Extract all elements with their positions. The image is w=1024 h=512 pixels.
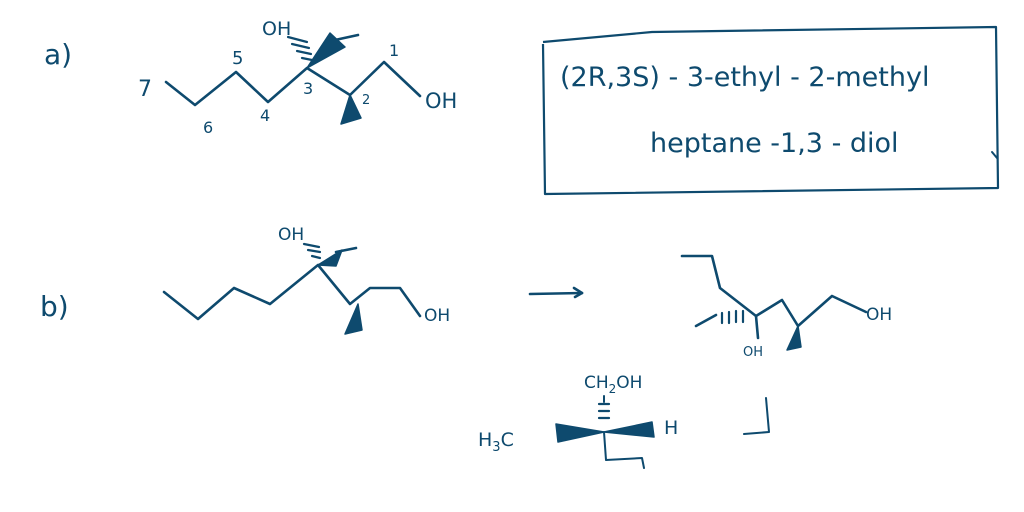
right-oh-end: OH xyxy=(866,305,892,325)
carbon-number-6: 6 xyxy=(203,118,213,137)
part-b-label: b) xyxy=(40,290,69,323)
part-a-hash-bond xyxy=(286,35,314,62)
part-b-oh-end: OH xyxy=(424,306,450,326)
sketch-left-group: H3C xyxy=(478,429,514,455)
configuration-mark xyxy=(743,397,770,435)
right-hash-bond xyxy=(720,309,745,325)
sketch-wedge-right xyxy=(603,421,655,438)
part-b-hash-bond xyxy=(302,242,322,260)
sketch-hash-bond xyxy=(597,402,611,420)
carbon-number-7: 7 xyxy=(138,77,152,102)
part-a-wedge-methyl xyxy=(340,94,362,125)
part-b-redrawn-structure: OH OH xyxy=(680,254,892,360)
part-a-oh-top: OH xyxy=(262,18,291,40)
part-a: a) OH OH 1 2 3 4 5 6 7 xyxy=(44,18,457,137)
part-b-wedge-methyl xyxy=(344,303,363,335)
part-a-oh-end: OH xyxy=(425,89,457,113)
right-wedge-methyl xyxy=(786,325,802,351)
carbon-number-4: 4 xyxy=(260,106,270,125)
iupac-name-line2: heptane -1,3 - diol xyxy=(650,128,899,159)
right-chain-top xyxy=(680,254,758,318)
carbon-number-2: 2 xyxy=(362,93,370,108)
stereocenter-sketch: CH2OH H3C H xyxy=(478,373,770,469)
right-oh-bottom: OH xyxy=(743,345,763,360)
sketch-down-bond xyxy=(603,431,645,469)
sketch-right-group: H xyxy=(664,417,678,439)
right-methyl xyxy=(694,313,718,328)
sketch-wedge-left xyxy=(555,423,605,443)
reaction-arrow xyxy=(528,286,584,299)
part-b-wedge-ethyl xyxy=(317,249,343,267)
part-b-oh-top: OH xyxy=(278,225,304,245)
sketch-top-group: CH2OH xyxy=(584,373,642,396)
right-chain-main xyxy=(754,294,868,328)
part-a-chain xyxy=(164,60,422,107)
answer-box: (2R,3S) - 3-ethyl - 2-methyl heptane -1,… xyxy=(541,25,1000,196)
part-a-label: a) xyxy=(44,38,72,71)
iupac-name-line1: (2R,3S) - 3-ethyl - 2-methyl xyxy=(560,62,929,93)
carbon-number-1: 1 xyxy=(389,41,399,60)
part-b-chain xyxy=(162,263,422,321)
part-b: b) OH OH xyxy=(40,225,450,335)
carbon-number-5: 5 xyxy=(232,48,243,69)
carbon-number-3: 3 xyxy=(303,79,313,98)
